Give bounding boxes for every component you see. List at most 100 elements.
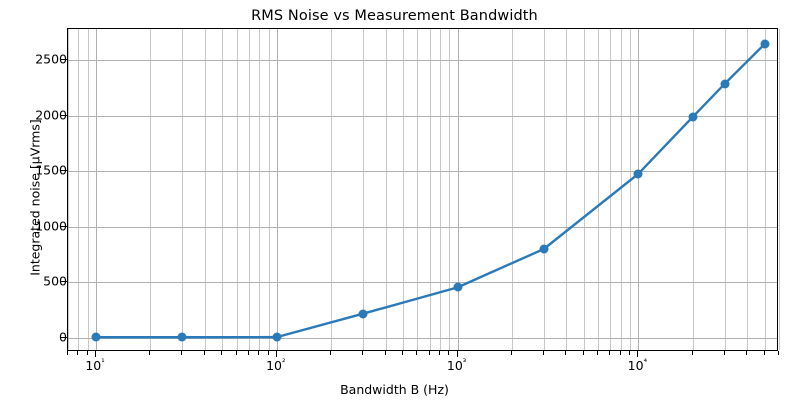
x-axis-tick <box>181 351 183 355</box>
x-gridline-minor <box>385 29 387 350</box>
y-axis-label-wrapper: Integrated noise [µVrms] <box>0 0 43 276</box>
data-point-marker <box>272 332 282 342</box>
x-gridline-minor <box>440 29 442 350</box>
x-axis-tick <box>330 351 332 355</box>
x-gridline-minor <box>583 29 585 350</box>
x-axis-tick <box>619 351 621 355</box>
y-axis-tick-label: 1000 <box>35 218 67 234</box>
y-gridline <box>68 337 777 339</box>
x-gridline-minor <box>222 29 224 350</box>
x-axis-tick <box>247 351 249 355</box>
x-gridline-minor <box>403 29 405 350</box>
x-axis-tick <box>763 351 765 355</box>
y-axis-tick-label: 2500 <box>35 51 67 67</box>
x-axis-tick <box>275 351 277 357</box>
y-gridline <box>68 282 777 284</box>
x-gridline-minor <box>248 29 250 350</box>
x-gridline-minor <box>449 29 451 350</box>
data-point-marker <box>91 332 101 342</box>
y-axis-tick <box>61 336 67 338</box>
y-axis-tick <box>61 225 67 227</box>
x-gridline-minor <box>204 29 206 350</box>
x-gridline-minor <box>78 29 80 350</box>
x-axis-tick <box>609 351 611 355</box>
data-series-line <box>94 42 766 339</box>
x-gridline-minor <box>747 29 749 350</box>
x-gridline-major <box>96 29 97 350</box>
y-axis-label: Integrated noise [µVrms] <box>27 119 43 276</box>
data-point-marker <box>539 244 549 254</box>
x-axis-tick <box>439 351 441 355</box>
x-axis-tick <box>203 351 205 355</box>
x-axis-tick <box>221 351 223 355</box>
x-gridline-minor <box>331 29 333 350</box>
x-axis-tick <box>565 351 567 355</box>
data-point-marker <box>720 79 730 89</box>
x-gridline-minor <box>610 29 612 350</box>
x-gridline-minor <box>620 29 622 350</box>
x-gridline-major <box>638 29 640 350</box>
x-axis-tick <box>67 351 68 355</box>
x-axis-tick <box>637 351 639 357</box>
x-axis-tick <box>510 351 512 355</box>
x-axis-tick <box>258 351 260 355</box>
x-axis-tick <box>597 351 599 355</box>
x-axis-tick <box>691 351 693 355</box>
y-axis-tick-label: 500 <box>43 273 67 289</box>
x-axis-tick <box>235 351 237 355</box>
x-gridline-minor <box>779 29 780 350</box>
x-gridline-minor <box>417 29 419 350</box>
x-axis-tick <box>582 351 584 355</box>
x-gridline-minor <box>630 29 632 350</box>
x-axis-tick <box>267 351 269 355</box>
x-axis-tick <box>402 351 404 355</box>
y-axis-tick <box>61 114 67 116</box>
x-axis-label: Bandwidth B (Hz) <box>340 382 449 397</box>
x-axis-tick <box>778 351 779 355</box>
x-axis-tick <box>629 351 631 355</box>
chart-title: RMS Noise vs Measurement Bandwidth <box>251 8 538 24</box>
x-gridline-minor <box>429 29 431 350</box>
y-axis-tick <box>61 170 67 172</box>
x-gridline-minor <box>543 29 545 350</box>
x-axis-tick-label: 10⁴ <box>627 358 647 374</box>
x-axis-tick-label: 10¹ <box>85 358 105 374</box>
x-gridline-minor <box>598 29 600 350</box>
x-gridline-minor <box>692 29 694 350</box>
x-gridline-minor <box>363 29 365 350</box>
x-axis-tick-label: 10² <box>266 358 286 374</box>
y-axis-tick <box>61 281 67 283</box>
x-gridline-minor <box>182 29 184 350</box>
x-axis-tick <box>384 351 386 355</box>
x-gridline-minor <box>87 29 89 350</box>
data-point-marker <box>688 112 698 122</box>
y-axis-tick <box>61 59 67 61</box>
x-gridline-major <box>276 29 278 350</box>
data-point-marker <box>633 169 643 179</box>
x-axis-tick <box>448 351 450 355</box>
x-gridline-minor <box>764 29 766 350</box>
y-axis-tick-label: 1500 <box>35 162 67 178</box>
x-axis-tick <box>746 351 748 355</box>
y-axis-tick-label: 2000 <box>35 107 67 123</box>
x-axis-tick <box>456 351 458 357</box>
data-point-marker <box>453 282 463 292</box>
x-axis-tick <box>362 351 364 355</box>
x-axis-tick <box>428 351 430 355</box>
x-gridline-minor <box>724 29 726 350</box>
x-axis-tick-label: 10³ <box>446 358 467 374</box>
plot-area <box>67 28 780 351</box>
x-gridline-minor <box>150 29 152 350</box>
x-axis-tick <box>95 351 96 357</box>
x-axis-tick <box>542 351 544 355</box>
data-point-marker <box>760 39 770 49</box>
x-gridline-minor <box>511 29 513 350</box>
y-gridline <box>68 115 777 117</box>
x-gridline-minor <box>236 29 238 350</box>
x-gridline-major <box>457 29 459 350</box>
data-point-marker <box>358 309 368 319</box>
y-gridline <box>68 171 777 173</box>
x-gridline-minor <box>268 29 270 350</box>
y-gridline <box>68 60 777 62</box>
x-axis-tick <box>86 351 88 355</box>
